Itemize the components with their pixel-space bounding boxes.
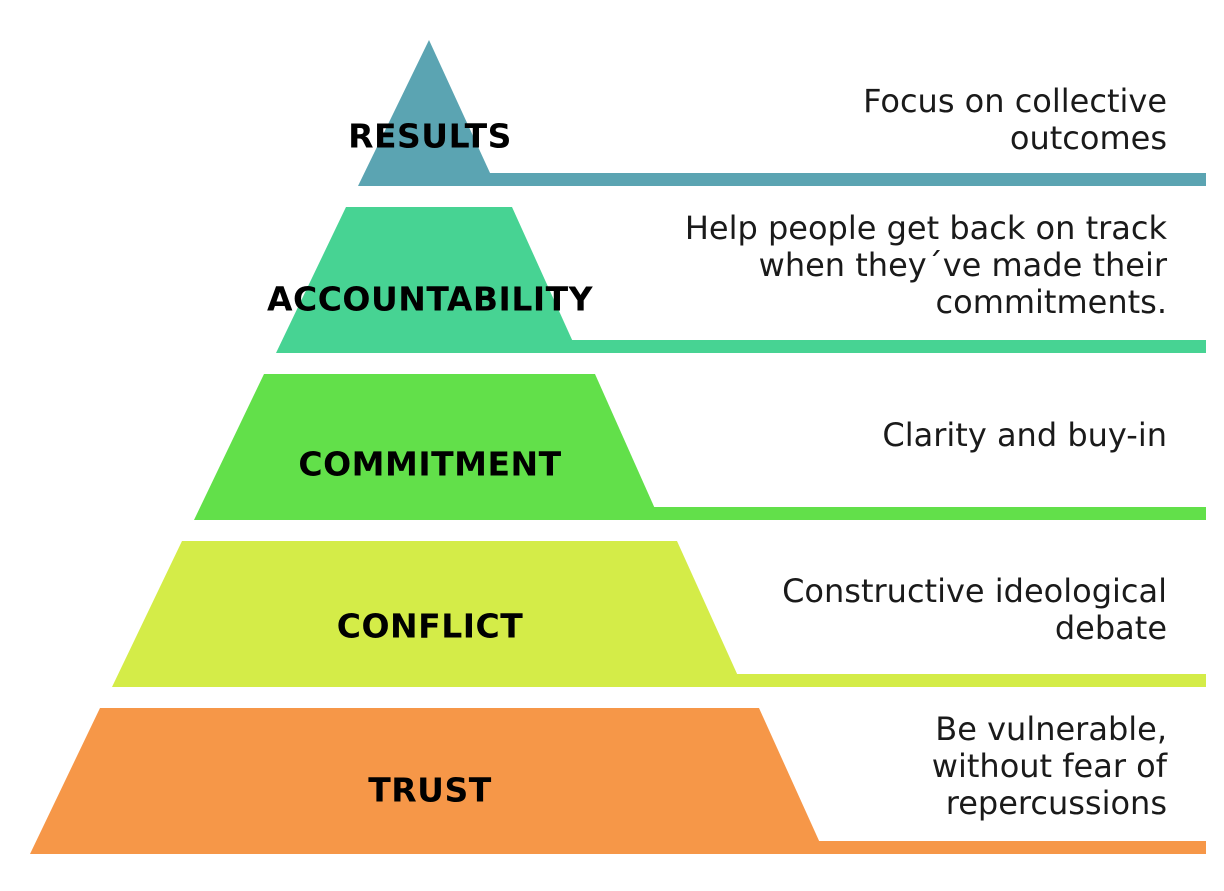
commitment-divider-line xyxy=(640,507,1206,520)
accountability-divider-line xyxy=(560,340,1206,353)
trust-label: TRUST xyxy=(368,770,492,810)
trust-tier-shape xyxy=(30,708,825,854)
conflict-label: CONFLICT xyxy=(336,606,524,646)
accountability-label: ACCOUNTABILITY xyxy=(266,279,594,319)
commitment-tier-shape xyxy=(194,374,660,520)
conflict-description: Constructive ideological debate xyxy=(782,572,1167,647)
results-divider-line xyxy=(480,173,1206,186)
commitment-label: COMMITMENT xyxy=(298,444,562,484)
accountability-description: Help people get back on track when they´… xyxy=(684,209,1167,321)
conflict-divider-line xyxy=(725,674,1206,687)
results-tier-shape xyxy=(358,40,496,186)
conflict-tier-shape xyxy=(112,541,743,687)
trust-description: Be vulnerable, without fear of repercuss… xyxy=(931,710,1167,822)
results-label: RESULTS xyxy=(348,116,512,156)
commitment-description: Clarity and buy-in xyxy=(882,416,1167,454)
trust-divider-line xyxy=(810,841,1206,854)
results-description: Focus on collective outcomes xyxy=(863,82,1167,157)
accountability-tier-shape xyxy=(276,207,578,353)
